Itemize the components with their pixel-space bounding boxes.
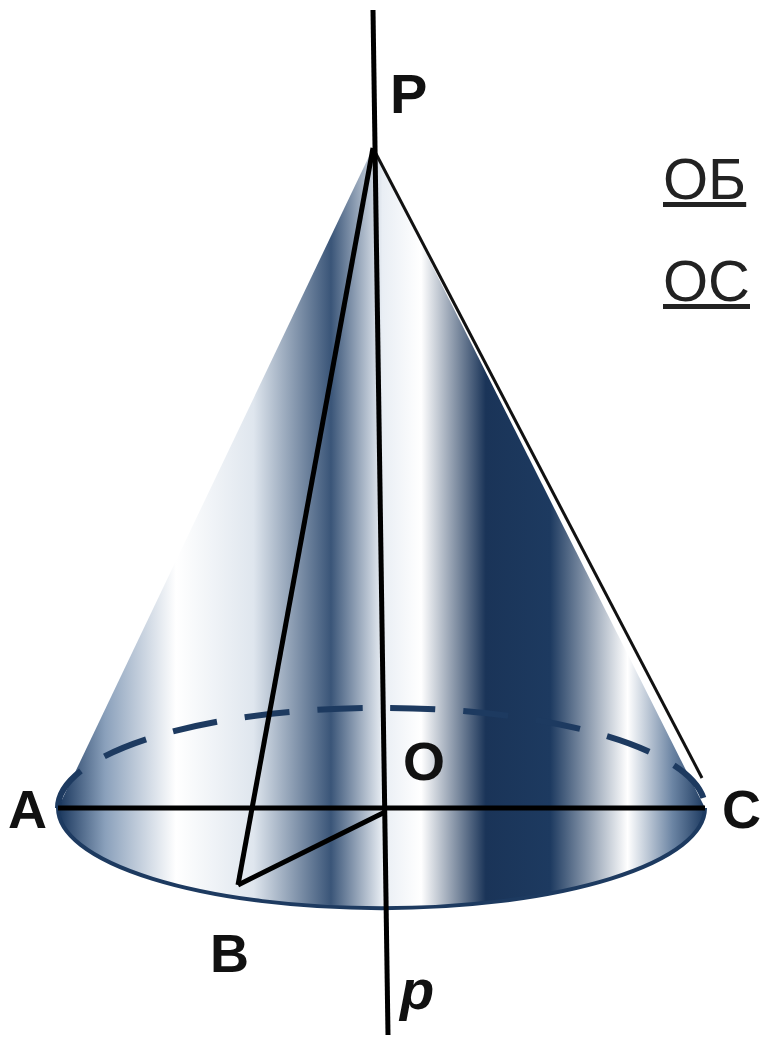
point-label: O [403,734,445,788]
point-label: B [210,926,249,980]
segment-ob [238,812,385,885]
base-front-arc [58,808,705,908]
point-label: A [8,782,47,836]
note-text: ОС [663,252,750,310]
segment-pb [238,148,373,885]
diameter-ac [58,806,705,811]
vertex-label: P [390,66,427,122]
axis-label: p [400,962,434,1018]
generator-right [373,148,702,778]
note-text: ОБ [663,150,746,208]
axis-line [373,10,388,1035]
point-label: C [722,782,761,836]
